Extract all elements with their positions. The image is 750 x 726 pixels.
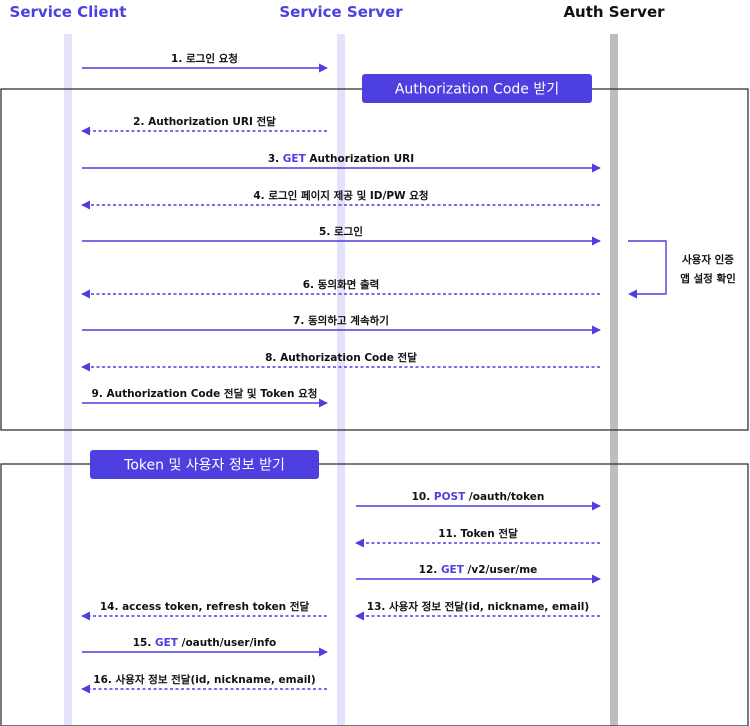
message-label-15: 15. GET /oauth/user/info — [133, 637, 277, 649]
http-method-keyword: GET — [155, 637, 179, 649]
self-call-arrow — [628, 240, 667, 295]
group-frame-2 — [0, 463, 749, 726]
group-frame-1 — [0, 88, 749, 431]
http-method-keyword: GET — [441, 564, 465, 576]
lifeline-auth — [610, 34, 618, 726]
group-title-1: Authorization Code 받기 — [395, 82, 559, 98]
actor-server: Service Server — [279, 3, 403, 21]
message-label-14: 14. access token, refresh token 전달 — [100, 600, 310, 613]
message-text-part: 11. Token 전달 — [438, 527, 518, 540]
http-method-keyword: POST — [434, 491, 466, 503]
groups: Authorization Code 받기 Token 및 사용자 정보 받기 — [0, 74, 749, 726]
message-text-part: 13. 사용자 정보 전달(id, nickname, email) — [367, 600, 589, 613]
lifeline-server — [337, 34, 345, 726]
self-call-note: 사용자 인증앱 설정 확인 — [628, 240, 736, 299]
message-text-part: 3. — [268, 153, 283, 165]
message-label-2: 2. Authorization URI 전달 — [133, 115, 276, 128]
actors: Service Client Service Server Auth Server — [10, 3, 666, 21]
message-label-3: 3. GET Authorization URI — [268, 153, 414, 165]
lifelines — [64, 34, 618, 726]
message-text-part: 7. 동의하고 계속하기 — [293, 314, 389, 327]
message-text-part: 2. Authorization URI 전달 — [133, 115, 276, 128]
actor-client: Service Client — [10, 3, 127, 21]
message-text-part: 4. 로그인 페이지 제공 및 ID/PW 요청 — [253, 189, 428, 202]
message-label-5: 5. 로그인 — [319, 225, 363, 238]
message-label-11: 11. Token 전달 — [438, 527, 518, 540]
lifeline-client — [64, 34, 72, 726]
message-label-12: 12. GET /v2/user/me — [419, 564, 538, 576]
message-label-8: 8. Authorization Code 전달 — [265, 351, 417, 364]
messages: 1. 로그인 요청 2. Authorization URI 전달 3. GET A… — [81, 52, 601, 694]
http-method-keyword: GET — [283, 153, 307, 165]
message-label-4: 4. 로그인 페이지 제공 및 ID/PW 요청 — [253, 189, 428, 202]
message-text-part: 10. — [412, 491, 434, 503]
message-text-part: 5. 로그인 — [319, 225, 363, 238]
message-label-6: 6. 동의화면 출력 — [303, 278, 380, 291]
message-text-part: /v2/user/me — [464, 564, 537, 576]
group-title-badge-1 — [362, 74, 592, 103]
message-text-part: /oauth/user/info — [178, 637, 276, 649]
group-title-2: Token 및 사용자 정보 받기 — [123, 458, 285, 474]
message-text-part: 15. — [133, 637, 155, 649]
message-text-part: /oauth/token — [465, 491, 544, 503]
message-label-16: 16. 사용자 정보 전달(id, nickname, email) — [93, 673, 315, 686]
message-label-1: 1. 로그인 요청 — [171, 52, 238, 65]
self-call-arrowhead — [628, 289, 637, 299]
self-call-note-line-1: 사용자 인증 — [682, 253, 734, 266]
message-text-part: 6. 동의화면 출력 — [303, 278, 380, 291]
message-label-10: 10. POST /oauth/token — [412, 491, 545, 503]
message-label-7: 7. 동의하고 계속하기 — [293, 314, 389, 327]
message-text-part: 8. Authorization Code 전달 — [265, 351, 417, 364]
message-label-13: 13. 사용자 정보 전달(id, nickname, email) — [367, 600, 589, 613]
message-text-part: 12. — [419, 564, 441, 576]
group-title-badge-2 — [90, 450, 319, 479]
message-text-part: 14. access token, refresh token 전달 — [100, 600, 310, 613]
actor-auth: Auth Server — [563, 3, 665, 21]
message-text-part: Authorization URI — [306, 153, 414, 165]
message-text-part: 1. 로그인 요청 — [171, 52, 238, 65]
message-text-part: 16. 사용자 정보 전달(id, nickname, email) — [93, 673, 315, 686]
message-label-9: 9. Authorization Code 전달 및 Token 요청 — [92, 387, 318, 400]
message-text-part: 9. Authorization Code 전달 및 Token 요청 — [92, 387, 318, 400]
self-call-note-line-2: 앱 설정 확인 — [680, 272, 736, 285]
